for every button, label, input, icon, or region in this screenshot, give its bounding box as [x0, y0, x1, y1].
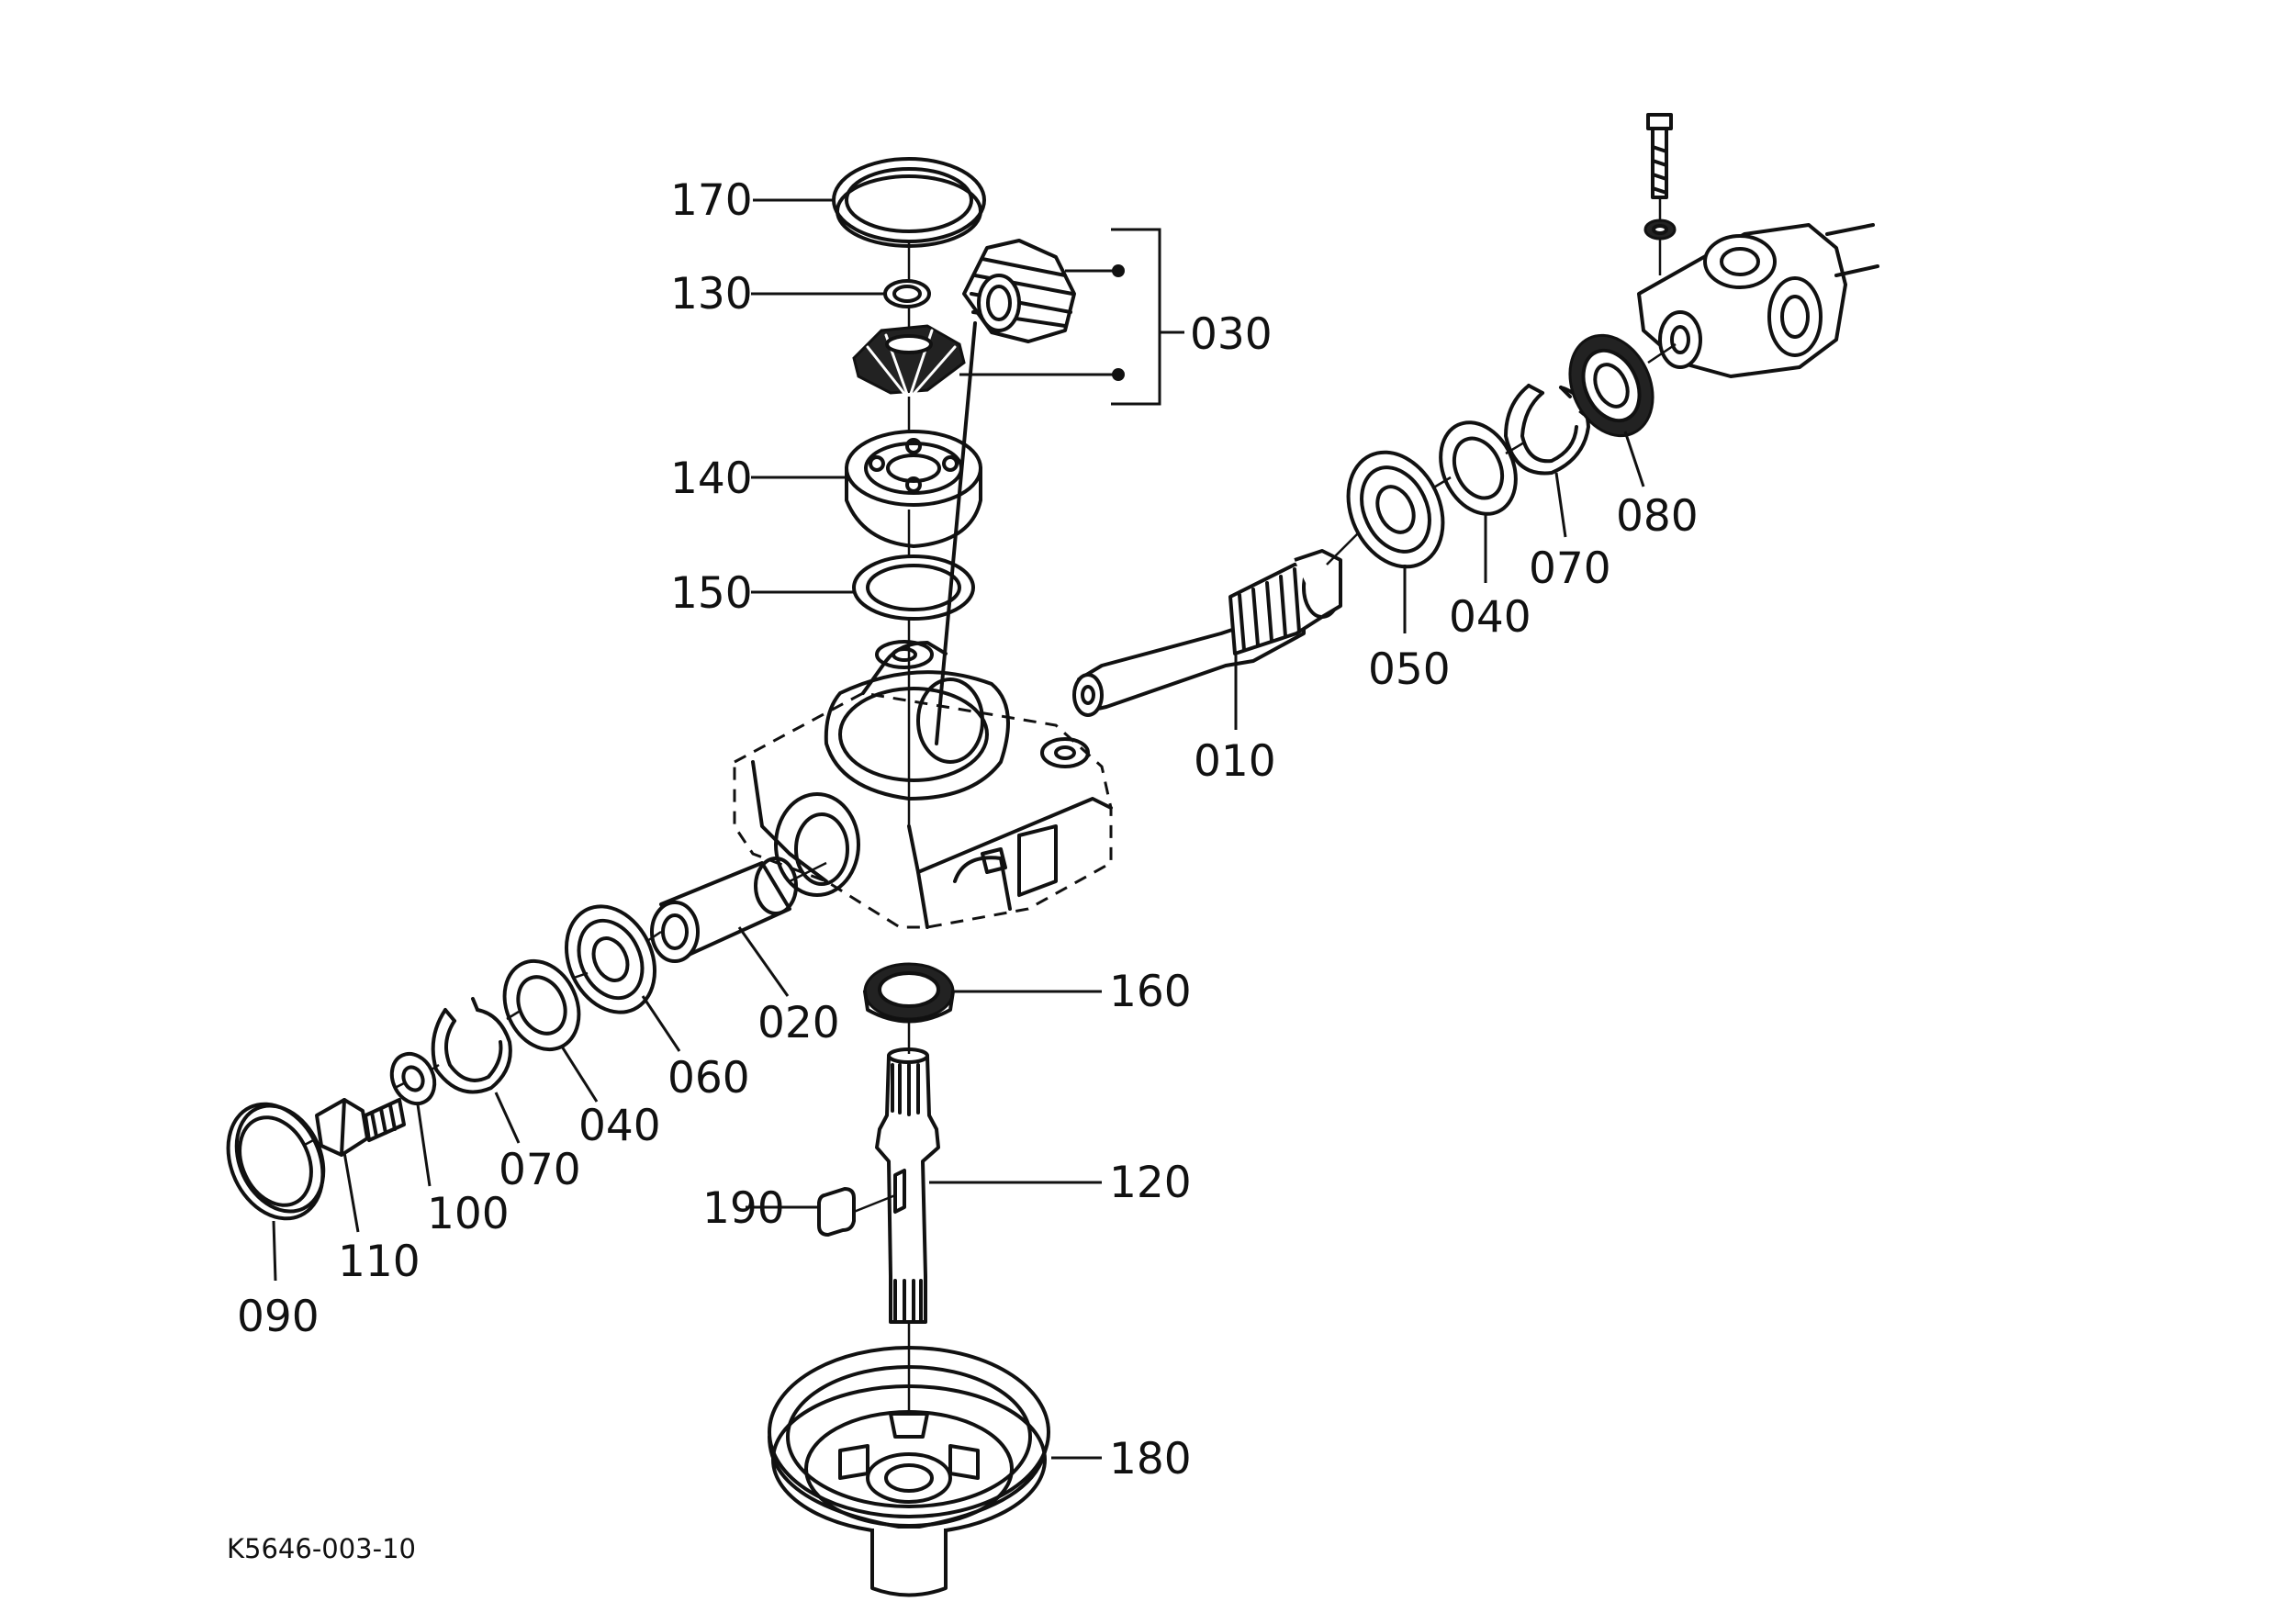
part-070-circlip-left: [431, 997, 512, 1094]
part-090-oil-seal-left: [226, 1102, 326, 1221]
universal-joint-yoke: [1637, 113, 1879, 378]
part-140-ball-bearing: [845, 430, 982, 548]
callout-040-right: 040: [1449, 592, 1531, 643]
callout-120: 120: [1109, 1158, 1192, 1208]
part-160-oil-seal-lower: [863, 962, 955, 1024]
callout-080: 080: [1616, 491, 1699, 542]
callout-020: 020: [757, 998, 840, 1048]
callout-040-left: 040: [578, 1101, 661, 1151]
callout-160: 160: [1109, 967, 1192, 1017]
callout-labels: 170 130 030 140 150 080 070 040 050 010 …: [237, 175, 1699, 1484]
callout-170: 170: [670, 175, 753, 226]
assembly-axis-lines: [302, 197, 1677, 1414]
part-190-key: [817, 1187, 856, 1237]
part-020-spacer-sleeve: [650, 857, 798, 963]
callout-070-right: 070: [1529, 543, 1611, 594]
part-050-ball-bearing-right: [1346, 450, 1445, 569]
part-120-output-shaft: [875, 1047, 940, 1324]
callout-100: 100: [427, 1189, 510, 1239]
callout-060: 060: [667, 1053, 750, 1103]
callout-190: 190: [702, 1183, 785, 1234]
drawing-code: K5646-003-10: [227, 1533, 416, 1564]
callout-180: 180: [1109, 1434, 1192, 1484]
part-080-oil-seal-right: [1568, 333, 1654, 438]
gearbox-housing: [733, 640, 1113, 929]
callout-070-left: 070: [499, 1145, 581, 1195]
callout-150: 150: [670, 568, 753, 619]
part-040-washer-left: [502, 958, 581, 1052]
part-170-seal-ring: [832, 157, 986, 248]
callout-140: 140: [670, 454, 753, 504]
callout-090: 090: [237, 1292, 320, 1342]
callout-010: 010: [1194, 736, 1276, 787]
part-060-ball-bearing-left: [564, 904, 657, 1014]
callout-110: 110: [338, 1237, 421, 1287]
part-030-bevel-gear-lower: [852, 324, 966, 401]
callout-030: 030: [1190, 309, 1273, 360]
part-030-bevel-gear-upper: [962, 239, 1076, 343]
part-010-input-shaft: [1072, 549, 1342, 717]
part-150-shim: [852, 554, 975, 621]
part-180-pulley: [768, 1346, 1050, 1597]
leader-lines: [272, 198, 1645, 1460]
part-130-snap-ring: [883, 279, 931, 308]
callout-050: 050: [1368, 644, 1451, 695]
callout-130: 130: [670, 269, 753, 319]
part-110-plug-screw: [315, 1098, 406, 1157]
